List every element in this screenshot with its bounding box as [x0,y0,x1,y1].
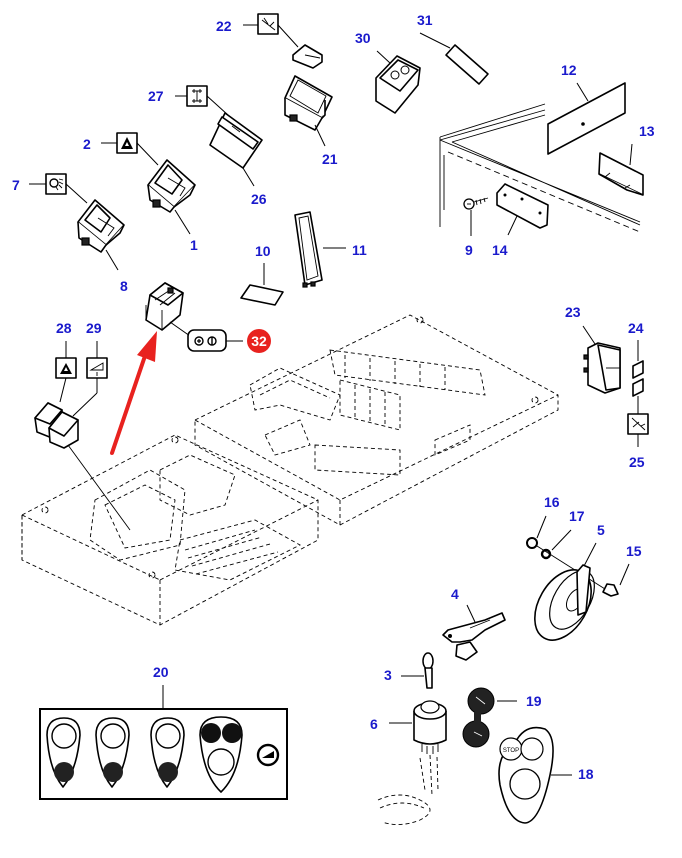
part-30-switch[interactable] [375,50,421,114]
callout-24: 24 [628,320,644,336]
throttle-icon [89,362,104,376]
callout-labels: 22 31 30 12 27 13 2 21 7 26 1 10 11 9 14… [12,12,655,782]
callout-30: 30 [355,30,371,46]
four-wheel-drive-icon [192,89,202,103]
callout-9: 9 [465,242,473,258]
part-6-ignition-switch[interactable] [377,700,447,825]
part-4-lever[interactable] [442,604,506,661]
callout-18: 18 [578,766,594,782]
part-28-29-switch-pair[interactable] [34,402,131,531]
callout-22: 22 [216,18,232,34]
part-2-symbol [101,132,159,166]
part-7-symbol [29,173,88,204]
part-18-decal[interactable]: STOP [498,726,572,824]
callout-12: 12 [561,62,577,78]
part-9-screw[interactable] [463,197,489,236]
svg-text:32: 32 [251,333,267,349]
part-16-nut[interactable] [526,515,547,549]
callout-17: 17 [569,508,585,524]
cab-corner [439,103,641,233]
work-light-icon [49,178,64,191]
part-32-highlight-badge[interactable]: 32 [247,329,271,353]
callout-1: 1 [190,237,198,253]
callout-3: 3 [384,667,392,683]
part-28-symbol [55,341,77,403]
decal-stop-text: STOP [503,748,519,754]
panel-indicator [256,743,280,767]
part-32-beacon-switch[interactable] [145,282,191,337]
part-24-lens-pair[interactable] [632,340,644,414]
callout-25: 25 [629,454,645,470]
part-14-pad[interactable] [496,183,549,236]
callout-16: 16 [544,494,560,510]
callout-28: 28 [56,320,72,336]
part-27-symbol [175,85,229,116]
callout-13: 13 [639,123,655,139]
part-29-symbol [72,341,108,417]
part-3-key[interactable] [401,652,434,689]
panel-button-2 [95,717,130,788]
callout-4: 4 [451,586,459,602]
callout-2: 2 [83,136,91,152]
part-25-symbol [627,413,649,447]
wiper-icon [261,17,276,31]
part-13-bracket[interactable] [598,143,644,196]
part-31-label[interactable] [419,32,489,85]
part-22-rocker-cap[interactable] [243,13,323,69]
callout-23: 23 [565,304,581,320]
part-32-symbol-plate [187,329,243,352]
part-10-insert[interactable] [240,263,284,306]
callout-29: 29 [86,320,102,336]
part-1-rocker-switch[interactable] [147,159,196,235]
callout-11: 11 [352,242,367,258]
callout-31: 31 [417,12,433,28]
part-5-beacon-mount[interactable] [523,542,603,650]
callout-27: 27 [148,88,164,104]
part-12-plate[interactable] [547,82,626,155]
callout-26: 26 [251,191,267,207]
part-21-switch-housing[interactable] [284,75,333,147]
part-20-panel[interactable] [39,685,288,800]
callout-5: 5 [597,522,605,538]
callout-6: 6 [370,716,378,732]
callout-21: 21 [322,151,338,167]
callout-14: 14 [492,242,508,258]
callout-15: 15 [626,543,642,559]
callout-10: 10 [255,243,271,259]
panel-button-1 [46,717,81,788]
panel-button-3 [150,717,185,788]
callout-8: 8 [120,278,128,294]
part-8-rocker-switch[interactable] [77,199,125,271]
part-11-lens[interactable] [294,211,346,288]
callout-20: 20 [153,664,169,680]
rotating-beacon-icon [194,336,217,346]
part-23-switch[interactable] [582,325,621,394]
callout-19: 19 [526,693,542,709]
highlight-arrow [110,331,157,455]
callout-7: 7 [12,177,20,193]
part-15-bolt[interactable] [602,563,630,597]
console-outline [21,314,559,626]
washer-icon [631,417,646,431]
panel-button-4 [199,716,243,793]
part-26-switch-body[interactable] [209,112,263,187]
part-19-caps[interactable] [462,687,517,748]
